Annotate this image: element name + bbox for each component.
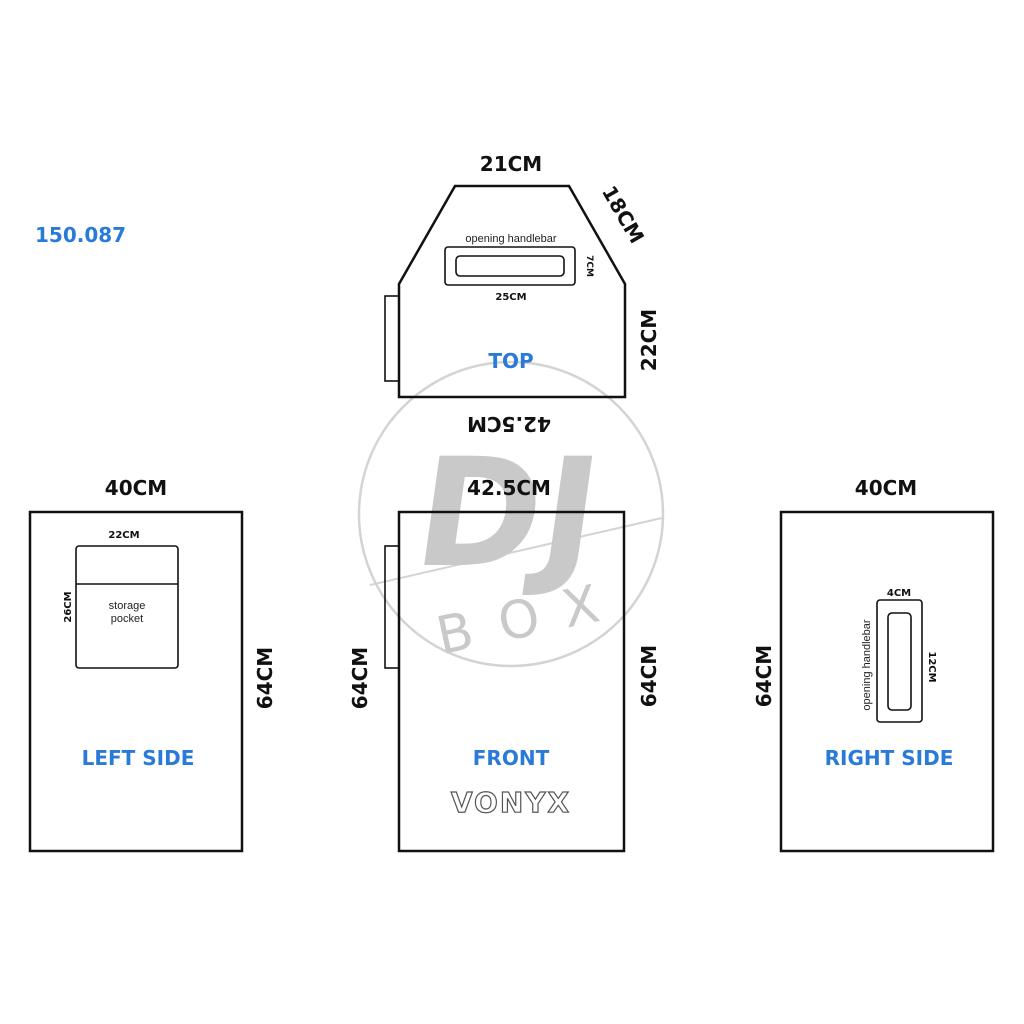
front-label: FRONT [473,746,550,770]
right-handlebar-outer [876,599,923,723]
left-side-view: 40CM 22CM 26CM storage pocket 64CM LEFT … [28,476,277,853]
top-handle-width: 25CM [495,292,526,303]
front-view: 42.5CM 64CM 64CM FRONT VONYX [348,476,661,853]
top-width-bottom: 42.5CM [467,412,551,436]
right-side-view: 40CM 4CM 12CM opening handlebar 64CM RIG… [752,476,995,853]
top-side-tab [384,295,400,382]
product-code: 150.087 [35,223,126,247]
top-width-top: 21CM [480,152,542,176]
left-width: 40CM [105,476,167,500]
djbox-watermark: DJ BOX [357,360,665,668]
left-height: 64CM [253,647,277,709]
top-handle-height: 7CM [584,255,594,277]
top-outline [397,184,627,399]
top-handlebar-inner [455,255,565,277]
left-pocket-line1: storage [109,600,146,612]
right-handlebar-inner [887,612,912,711]
front-height-right: 64CM [637,645,661,707]
top-depth: 22CM [637,309,661,371]
front-height-left: 64CM [348,647,372,709]
right-label: RIGHT SIDE [825,746,954,770]
top-handle-label: opening handlebar [465,233,556,245]
top-slant: 18CM [597,181,649,247]
top-handlebar-outer [444,246,576,286]
storage-pocket [75,545,179,669]
watermark-line1: DJ [405,426,610,601]
left-pocket-line2: pocket [111,613,143,625]
pocket-height: 26CM [63,591,74,622]
front-width: 42.5CM [467,476,551,500]
right-height: 64CM [752,645,776,707]
left-label: LEFT SIDE [82,746,195,770]
pocket-width: 22CM [108,530,139,541]
right-handle-height: 12CM [926,651,937,682]
right-handle-width: 4CM [887,588,911,599]
vonyx-logo: VONYX [451,786,571,819]
top-view: opening handlebar 25CM 7CM 21CM 18CM 22C… [384,152,661,436]
right-handle-label: opening handlebar [861,619,873,710]
top-label: TOP [488,349,533,373]
right-width: 40CM [855,476,917,500]
